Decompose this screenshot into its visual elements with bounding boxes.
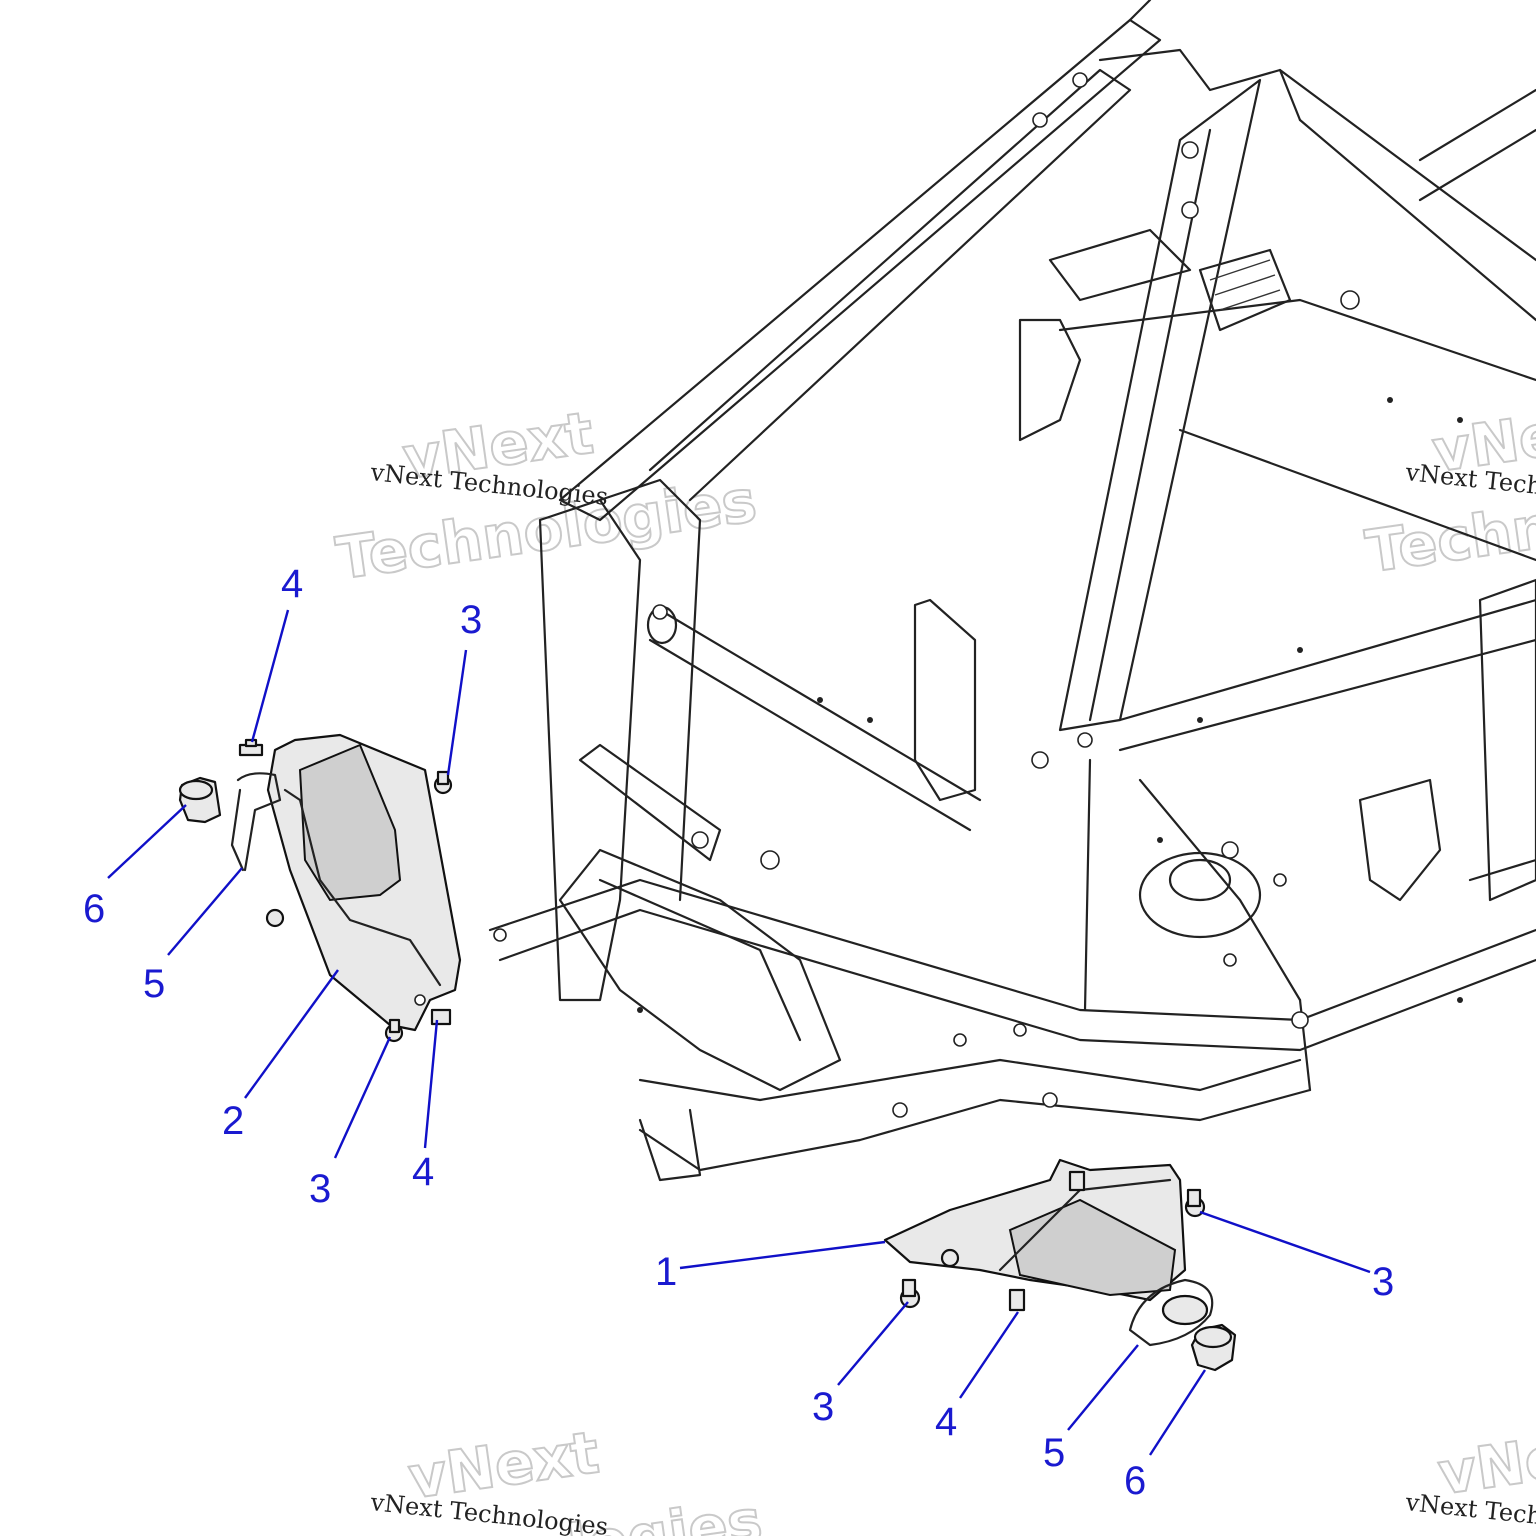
rear-deflector-left	[230, 733, 462, 1032]
push-rivet-upper-left	[433, 770, 453, 795]
leader-3-bottom-left	[333, 1036, 392, 1159]
grommet-left	[178, 776, 222, 824]
callout-5-bottom: 5	[1043, 1431, 1065, 1475]
callout-3-top: 3	[460, 598, 482, 642]
leader-2	[244, 969, 339, 1099]
callout-5-left: 5	[143, 962, 165, 1006]
leader-3-right	[1199, 1210, 1371, 1274]
callout-labels: 4 3 6 5 2 3 4 1 3 3 4 5 6	[83, 562, 1394, 1503]
screw-upper-left	[238, 738, 264, 757]
leader-5-bottom	[1067, 1344, 1139, 1431]
leader-5-left	[167, 867, 243, 956]
leader-lines	[107, 609, 1371, 1456]
vehicle-frame	[488, 0, 1536, 1182]
push-rivet-right-a	[1184, 1188, 1206, 1218]
push-rivet-mid-left	[265, 908, 285, 928]
push-rivet-right-b	[899, 1278, 921, 1309]
callout-4-top: 4	[281, 562, 303, 606]
callout-2: 2	[222, 1099, 244, 1143]
callout-6-left: 6	[83, 887, 105, 931]
callout-3-right: 3	[1372, 1260, 1394, 1304]
leader-3-bottom	[837, 1301, 909, 1386]
grommet-right	[1190, 1323, 1237, 1372]
screw-right	[1008, 1288, 1026, 1312]
callout-4-bottom-left: 4	[412, 1150, 434, 1194]
push-rivet-lower-left	[384, 1018, 404, 1043]
push-rivet-right-c	[940, 1248, 960, 1268]
rear-deflector-right	[883, 1158, 1214, 1347]
leader-4-top	[250, 609, 290, 743]
callout-1: 1	[655, 1250, 677, 1294]
screw-right-top	[1068, 1170, 1086, 1192]
leader-6-bottom	[1148, 1369, 1207, 1456]
callout-6-bottom: 6	[1124, 1459, 1146, 1503]
callout-3-bottom: 3	[812, 1385, 834, 1429]
callout-4-bottom: 4	[935, 1400, 957, 1444]
leader-6-left	[107, 804, 187, 879]
leader-4-bottom-left	[423, 1019, 439, 1149]
leader-4-bottom	[959, 1311, 1019, 1399]
leader-3-top	[446, 649, 468, 776]
leader-1	[679, 1240, 886, 1270]
callout-3-bottom-left: 3	[309, 1167, 331, 1211]
screw-lower-left	[430, 1008, 452, 1026]
